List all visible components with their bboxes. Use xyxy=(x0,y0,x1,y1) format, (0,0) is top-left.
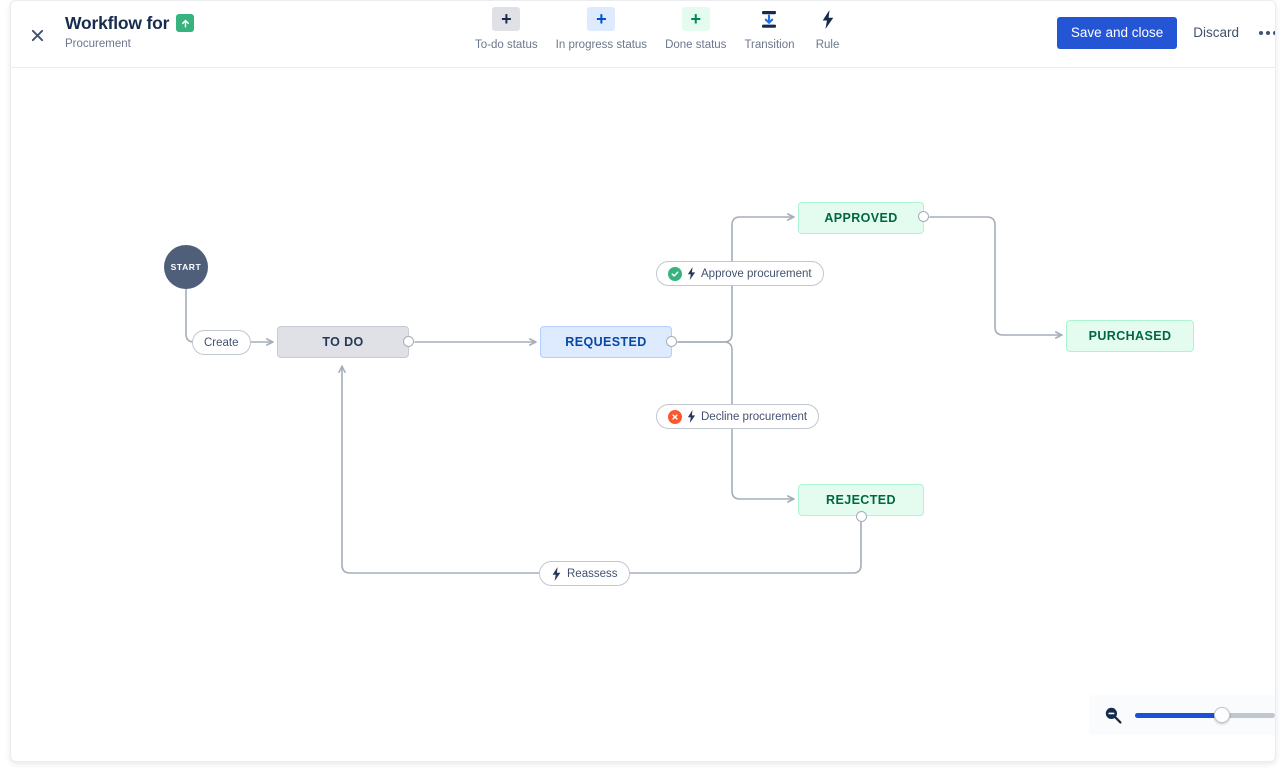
status-node-to-do[interactable]: TO DO xyxy=(277,326,409,358)
save-and-close-button[interactable]: Save and close xyxy=(1056,17,1178,49)
tool-label: In progress status xyxy=(555,39,648,51)
status-node-purchased[interactable]: PURCHASED xyxy=(1066,320,1194,352)
page-title-text: Workflow for xyxy=(65,13,170,33)
zoom-control xyxy=(1089,695,1275,735)
plus-icon: + xyxy=(681,7,710,31)
tool-done-status[interactable]: + Done status xyxy=(656,7,735,51)
lightning-bolt-icon xyxy=(687,410,696,423)
title-block: Workflow for Procurement xyxy=(65,12,195,51)
more-options-icon[interactable] xyxy=(1255,18,1275,48)
node-handle-to-do-right[interactable] xyxy=(403,336,414,347)
page-title: Workflow for xyxy=(65,12,195,34)
start-node[interactable]: START xyxy=(164,245,208,289)
project-avatar-arrow-up-icon xyxy=(176,14,195,32)
tool-label: Transition xyxy=(744,39,795,51)
close-icon[interactable] xyxy=(21,19,53,51)
zoom-out-icon[interactable] xyxy=(1103,705,1123,725)
workflow-editor-window: Workflow for Procurement + To-do status … xyxy=(10,0,1276,762)
tool-todo-status[interactable]: + To-do status xyxy=(466,7,547,51)
transition-approve-procurement[interactable]: Approve procurement xyxy=(656,261,824,286)
status-node-approved[interactable]: APPROVED xyxy=(798,202,924,234)
transition-reassess[interactable]: Reassess xyxy=(539,561,630,586)
discard-button[interactable]: Discard xyxy=(1181,17,1251,49)
editor-header: Workflow for Procurement + To-do status … xyxy=(11,1,1275,68)
transition-decline-procurement[interactable]: Decline procurement xyxy=(656,404,820,429)
transition-label: Reassess xyxy=(567,567,618,580)
close-circle-icon xyxy=(668,409,682,424)
node-handle-rejected-bottom[interactable] xyxy=(856,511,867,522)
transition-create[interactable]: Create xyxy=(192,330,251,355)
transition-label: Decline procurement xyxy=(701,410,808,423)
tool-label: Rule xyxy=(815,39,840,51)
lightning-bolt-icon xyxy=(814,7,842,31)
tool-label: To-do status xyxy=(475,39,538,51)
status-node-rejected[interactable]: REJECTED xyxy=(798,484,924,516)
node-handle-requested-right[interactable] xyxy=(666,336,677,347)
tool-in-progress-status[interactable]: + In progress status xyxy=(547,7,656,51)
plus-icon: + xyxy=(492,7,521,31)
plus-icon: + xyxy=(587,7,616,31)
node-handle-approved-right[interactable] xyxy=(918,211,929,222)
tool-transition[interactable]: Transition xyxy=(735,7,803,51)
toolbar: + To-do status + In progress status + Do… xyxy=(466,7,852,51)
workflow-canvas[interactable]: START TO DO REQUESTED APPROVED REJECTED … xyxy=(11,68,1275,761)
check-circle-icon xyxy=(668,266,682,281)
transition-label: Create xyxy=(204,336,239,349)
workflow-connectors xyxy=(185,213,1063,574)
transition-arrow-icon xyxy=(755,7,783,31)
transition-label: Approve procurement xyxy=(701,267,812,280)
status-node-requested[interactable]: REQUESTED xyxy=(540,326,672,358)
zoom-slider-fill xyxy=(1135,712,1222,718)
project-subtitle: Procurement xyxy=(65,38,131,50)
tool-rule[interactable]: Rule xyxy=(804,7,852,51)
header-actions: Save and close Discard xyxy=(1056,17,1275,49)
zoom-slider[interactable] xyxy=(1135,707,1275,723)
tool-label: Done status xyxy=(665,39,727,51)
lightning-bolt-icon xyxy=(687,267,696,280)
lightning-bolt-icon xyxy=(551,566,562,581)
zoom-slider-knob[interactable] xyxy=(1213,707,1230,723)
